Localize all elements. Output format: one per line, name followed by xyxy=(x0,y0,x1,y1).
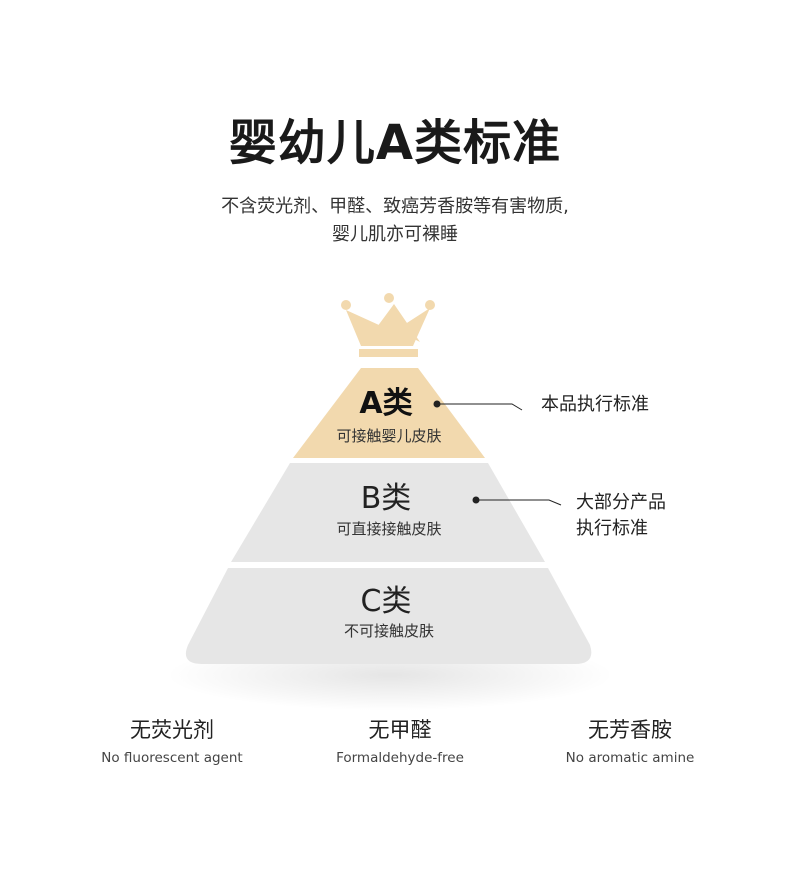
subtitle-line-1: 不含荧光剂、甲醛、致癌芳香胺等有害物质, xyxy=(221,196,569,217)
tier-b-name: B类 xyxy=(360,481,412,516)
tier-b xyxy=(231,463,545,562)
tier-b-desc: 可直接接触皮肤 xyxy=(336,520,442,538)
tier-c xyxy=(185,568,592,664)
feature-en-label: No fluorescent agent xyxy=(101,750,243,766)
tier-a xyxy=(293,368,485,458)
crown-icon xyxy=(341,293,435,357)
page-title: 婴幼儿A类标准 xyxy=(228,115,562,171)
feature-cn-label: 无荧光剂 xyxy=(130,718,214,742)
callout-a-text: 本品执行标准 xyxy=(541,394,649,415)
feature-formaldehyde-free: 无甲醛 Formaldehyde-free xyxy=(280,716,520,768)
feature-no-aromatic-amine: 无芳香胺 No aromatic amine xyxy=(510,716,750,768)
callout-b-text-line-2: 执行标准 xyxy=(576,518,648,539)
callout-b-connector xyxy=(472,496,562,506)
callout-a-connector xyxy=(433,400,523,411)
tier-a-desc: 可接触婴儿皮肤 xyxy=(336,427,442,445)
tier-a-name: A类 xyxy=(359,386,413,421)
feature-no-fluorescent: 无荧光剂 No fluorescent agent xyxy=(52,716,292,768)
feature-cn-label: 无甲醛 xyxy=(368,718,432,742)
subtitle-line-2: 婴儿肌亦可裸睡 xyxy=(332,224,458,245)
tier-c-desc: 不可接触皮肤 xyxy=(343,622,434,640)
tier-c-name: C类 xyxy=(360,584,412,619)
feature-cn-label: 无芳香胺 xyxy=(588,718,672,742)
callout-b-text-line-1: 大部分产品 xyxy=(576,492,666,513)
feature-en-label: No aromatic amine xyxy=(565,750,695,766)
feature-en-label: Formaldehyde-free xyxy=(336,750,464,766)
